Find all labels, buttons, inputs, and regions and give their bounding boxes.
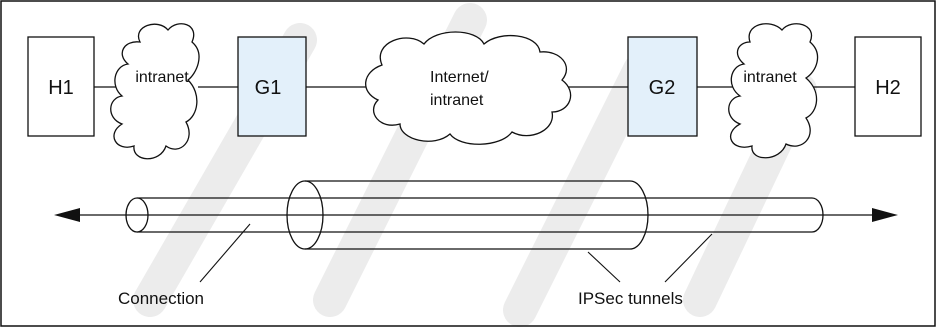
internet-label-line1: Internet/: [430, 69, 489, 86]
connection-line: [54, 208, 898, 222]
gateway-g2-label: G2: [649, 77, 676, 99]
internet-label-line2: intranet: [430, 92, 484, 109]
internet-cloud: Internet/ intranet: [365, 31, 572, 145]
host-h2-label: H2: [875, 77, 901, 99]
left-intranet-label: intranet: [135, 69, 189, 86]
right-arrowhead: [872, 208, 898, 222]
left-arrowhead: [54, 208, 80, 222]
connection-caption: Connection: [118, 289, 204, 308]
host-h1-label: H1: [48, 77, 74, 99]
gateway-g1-label: G1: [255, 77, 282, 99]
caption-leaders: [199, 223, 713, 283]
left-intranet-cloud: intranet: [110, 23, 200, 160]
ipsec-tunnels-caption: IPSec tunnels: [578, 289, 683, 308]
right-intranet-label: intranet: [743, 69, 797, 86]
right-intranet-cloud: intranet: [728, 23, 819, 159]
gateway-g1: G1: [237, 36, 307, 137]
host-h1: H1: [27, 36, 95, 137]
host-h2: H2: [854, 36, 922, 137]
gateway-g2: G2: [627, 36, 698, 137]
